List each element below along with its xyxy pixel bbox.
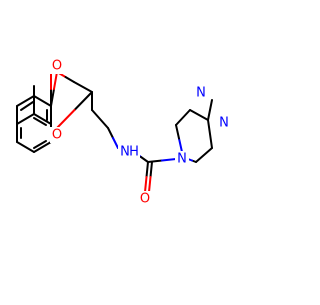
label-mask	[138, 191, 152, 207]
bond-piperidine	[175, 109, 191, 126]
bonds	[16, 71, 213, 193]
bond-c-o	[53, 71, 58, 90]
bond-c-o-double	[148, 176, 152, 193]
label-mask	[193, 85, 209, 101]
bond-c-c	[73, 81, 93, 93]
molecule-canvas: O O N H O N N N	[16, 58, 232, 207]
bond-piperidine	[189, 109, 209, 121]
atom-n-amide: N	[120, 145, 130, 160]
atom-label-group: O O N H O N N N	[50, 58, 232, 207]
label-mask	[118, 144, 140, 160]
molecule-structure: O O N H O N N N	[16, 58, 232, 207]
bond-n-c	[140, 156, 149, 163]
bond-benzene	[16, 95, 35, 107]
bond-c-n	[147, 159, 163, 163]
bond-benzene	[16, 113, 35, 125]
atom-n-piperidine: N	[177, 152, 187, 167]
atom-o-carbonyl: O	[140, 192, 150, 207]
bond-c-c	[207, 99, 213, 121]
bond-c-n	[112, 137, 119, 149]
bond-o-c	[64, 76, 75, 83]
bond-c-o	[56, 109, 76, 129]
bond-benzene-double	[20, 101, 34, 111]
bond-benzene	[16, 141, 35, 153]
atom-o-ring-bottom: O	[52, 128, 62, 143]
bond-piperidine	[207, 119, 213, 149]
atom-n-imidazole-imine: N	[219, 116, 229, 131]
bond-c-n	[107, 127, 114, 139]
bond-c-o	[145, 161, 149, 178]
bond-n-c	[175, 124, 180, 140]
bond-benzene	[33, 95, 52, 107]
bond-benzene-double	[33, 117, 47, 126]
bond-benzene-double	[33, 140, 47, 149]
label-mask	[216, 115, 232, 131]
atom-o-ring-top: O	[52, 59, 62, 74]
atom-h-amide: H	[129, 145, 139, 160]
bond-c-o	[144, 176, 148, 193]
bond-benzene	[33, 113, 52, 125]
bond-n-c	[178, 137, 183, 153]
label-mask	[50, 58, 64, 74]
atom-n-imidazole-methyl: N	[196, 86, 206, 101]
label-mask	[50, 127, 64, 143]
bond-c-c	[91, 109, 109, 129]
bond-benzene	[33, 141, 52, 153]
label-mask	[175, 151, 189, 167]
bond-c-o-double	[149, 161, 153, 178]
bond-c-n	[161, 158, 177, 162]
bond-c-o	[73, 91, 93, 111]
bond-piperidine	[195, 147, 213, 163]
